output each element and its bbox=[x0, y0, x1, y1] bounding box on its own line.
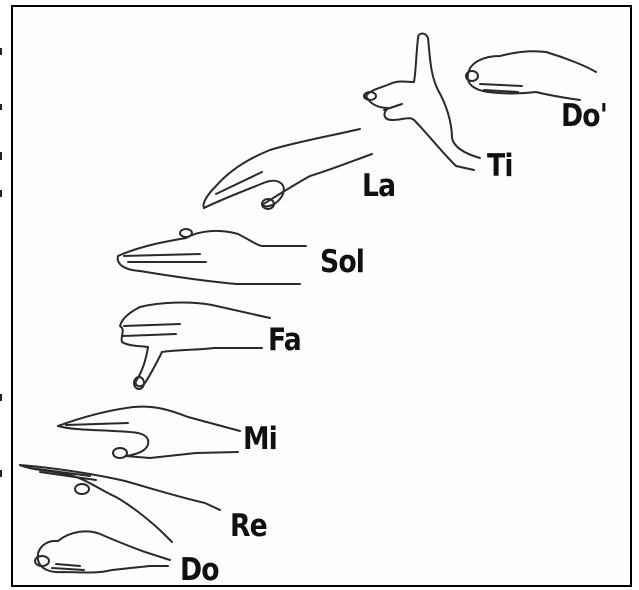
label-fa: Fa bbox=[268, 325, 301, 356]
label-mi: Mi bbox=[243, 424, 277, 455]
label-la: La bbox=[362, 171, 395, 202]
label-do-high: Do' bbox=[561, 101, 607, 132]
label-sol: Sol bbox=[320, 247, 364, 278]
diagram-frame bbox=[11, 5, 632, 587]
left-edge-marks bbox=[0, 0, 10, 590]
label-re: Re bbox=[230, 511, 267, 542]
label-do: Do bbox=[180, 555, 219, 586]
label-ti: Ti bbox=[487, 151, 513, 182]
